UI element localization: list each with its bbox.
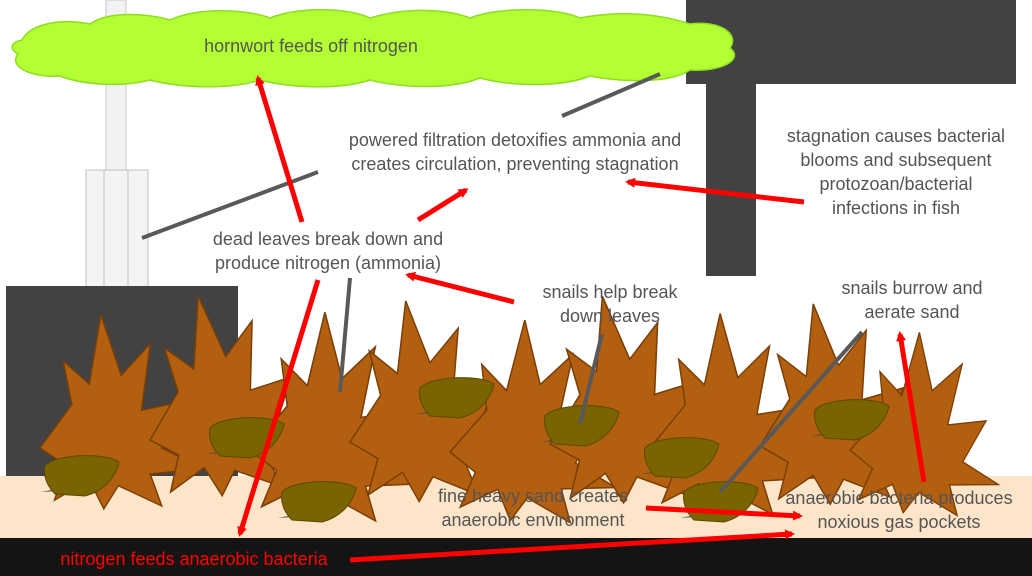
- snails-sand-label: snails burrow and aerate sand: [841, 278, 983, 322]
- snail: [416, 377, 495, 419]
- sand-label: fine heavy sand creates anaerobic enviro…: [437, 486, 629, 530]
- causal-arrows: [237, 75, 927, 563]
- pointer-snails-sand: [718, 330, 864, 494]
- substrate-layer: [0, 538, 1032, 576]
- hornwort-plant: [11, 9, 736, 88]
- hornwort-label: hornwort feeds off nitrogen: [204, 36, 418, 56]
- arrow-snails-to-leaves: [405, 271, 515, 305]
- snail: [541, 405, 620, 447]
- arrow-sand-to-anaerobic: [645, 505, 803, 521]
- pointer-snails-leaves: [578, 333, 604, 425]
- snails-leaves-label: snails help break down leaves: [542, 282, 678, 326]
- stagnation-label: stagnation causes bacterial blooms and s…: [786, 126, 1006, 218]
- pointer-filtration-right: [561, 72, 661, 118]
- filtration-label: powered filtration detoxifies ammonia an…: [348, 130, 682, 174]
- arrow-nitrogen-to-anaerobic: [349, 529, 795, 563]
- snail: [811, 399, 890, 441]
- anaerobic-label: anaerobic bacteria produces noxious gas …: [785, 488, 1013, 532]
- arrow-leaves-to-nitrogen: [237, 279, 321, 537]
- arrow-anaerobic-to-snails: [896, 331, 927, 483]
- pointer-dead-leaves: [338, 277, 352, 393]
- arrow-leaves-to-filtration: [416, 187, 469, 223]
- heater-base: [85, 169, 149, 289]
- snail: [41, 455, 120, 497]
- nitrogen-feeds-label: nitrogen feeds anaerobic bacteria: [60, 549, 328, 569]
- snail: [278, 481, 357, 523]
- snail: [641, 437, 720, 479]
- arrow-leaves-to-hornwort: [255, 75, 305, 223]
- dead-leaves-label: dead leaves break down and produce nitro…: [212, 229, 444, 273]
- arrow-stagnation-to-filtration: [625, 177, 805, 205]
- snails: [41, 377, 890, 523]
